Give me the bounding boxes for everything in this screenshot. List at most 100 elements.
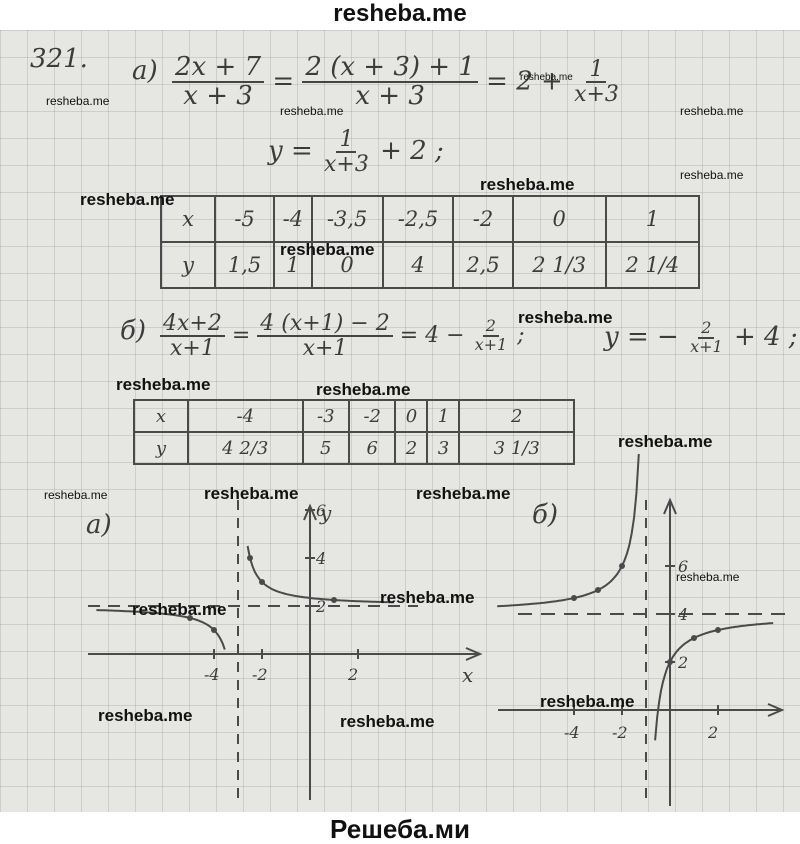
part-a-label: а)	[132, 56, 158, 86]
table-cell: -2	[452, 195, 514, 243]
table-cell: 2	[458, 399, 575, 433]
watermark: resheba.me	[520, 72, 573, 83]
watermark: resheba.me	[676, 570, 740, 584]
table-cell: -4	[273, 195, 313, 243]
watermark: resheba.me	[80, 190, 175, 209]
table-cell: 3 1/3	[458, 431, 575, 465]
watermark: resheba.me	[618, 432, 713, 451]
curve-right-branch	[654, 622, 774, 741]
value-table-b: x -4 -3 -2 0 1 2 y 4 2/3 5 6 2 3 3 1/3	[133, 399, 575, 465]
part-b-label: б)	[120, 316, 147, 346]
table-cell: 1	[273, 241, 313, 289]
x-axis-label: x	[462, 663, 473, 687]
watermark: resheba.me	[680, 104, 744, 118]
watermark: resheba.me	[132, 600, 227, 619]
table-row-y: y 1,5 1 0 4 2,5 2 1/3 2 1/4	[160, 241, 701, 289]
data-point	[691, 635, 697, 641]
data-point	[619, 563, 625, 569]
graphs-layer: 6 4 2 -4 -2 2 y x 6 4 2 -4 -2 2	[88, 453, 790, 806]
data-point	[187, 615, 193, 621]
table-cell: 2,5	[452, 241, 514, 289]
watermark: resheba.me	[280, 104, 344, 118]
table-header-y: y	[133, 431, 189, 465]
y-tick-label: 4	[315, 549, 326, 568]
table-cell: 0	[511, 195, 607, 243]
table-header-y: y	[160, 241, 216, 289]
table-cell: 3	[426, 431, 461, 465]
watermark: resheba.me	[98, 706, 193, 725]
table-header-x: x	[133, 399, 189, 433]
table-cell: -2	[347, 399, 397, 433]
data-point	[715, 627, 721, 633]
y-axis-arrow	[663, 497, 677, 515]
x-axis-arrow	[767, 703, 785, 717]
data-point	[331, 597, 337, 603]
watermark: resheba.me	[204, 484, 299, 503]
site-header[interactable]: resheba.me	[333, 0, 467, 27]
watermark: resheba.me	[416, 484, 511, 503]
table-row-x: x -4 -3 -2 0 1 2	[133, 399, 575, 433]
watermark: resheba.me	[380, 588, 475, 607]
watermark: resheba.me	[518, 308, 613, 327]
data-point	[259, 579, 265, 585]
y-axis-label: y	[319, 501, 332, 525]
table-row-y: y 4 2/3 5 6 2 3 3 1/3	[133, 431, 575, 465]
table-cell: 2	[394, 431, 429, 465]
table-cell: -2,5	[381, 195, 455, 243]
y-axis-arrow	[303, 503, 317, 521]
data-point	[571, 595, 577, 601]
problem-number: 321.	[30, 44, 88, 74]
graph-b-label: б)	[532, 500, 559, 530]
x-tick-label: -4	[564, 723, 580, 742]
x-tick-label: -2	[252, 665, 268, 684]
curve-right-branch	[246, 545, 395, 604]
site-footer: Решеба.ми	[330, 814, 470, 844]
watermark: resheba.me	[540, 692, 635, 711]
watermark: resheba.me	[480, 175, 575, 194]
table-cell: 1	[426, 399, 461, 433]
table-cell: -5	[213, 195, 276, 243]
watermark: resheba.me	[116, 375, 211, 394]
data-point	[247, 555, 253, 561]
table-cell: -3,5	[310, 195, 384, 243]
table-cell: 2 1/4	[604, 241, 701, 289]
y-tick-label: 2	[677, 653, 688, 672]
watermark: resheba.me	[46, 94, 110, 108]
x-tick-label: 2	[347, 665, 358, 684]
table-cell: -3	[301, 399, 351, 433]
watermark: resheba.me	[340, 712, 435, 731]
table-cell: 0	[310, 241, 384, 289]
y-tick-label: 2	[315, 597, 326, 616]
table-cell: 1	[604, 195, 701, 243]
y-tick-label: 4	[677, 605, 688, 624]
y-tick-label: 6	[678, 557, 688, 576]
data-point	[211, 627, 217, 633]
table-cell: 6	[347, 431, 397, 465]
table-cell: -4	[187, 399, 304, 433]
x-tick-label: 2	[707, 723, 718, 742]
table-cell: 1,5	[213, 241, 276, 289]
watermark: resheba.me	[280, 240, 375, 259]
value-table-a: x -5 -4 -3,5 -2,5 -2 0 1 y 1,5 1 0 4 2,5…	[160, 195, 701, 289]
table-row-x: x -5 -4 -3,5 -2,5 -2 0 1	[160, 195, 701, 243]
data-point	[595, 587, 601, 593]
table-cell: 5	[301, 431, 351, 465]
x-tick-label: -4	[204, 665, 220, 684]
table-cell: 2 1/3	[511, 241, 607, 289]
x-axis-arrow	[465, 647, 483, 661]
y-tick-label: 6	[316, 501, 326, 520]
graph-a: 6 4 2 -4 -2 2 y x	[88, 500, 483, 800]
watermark: resheba.me	[316, 380, 411, 399]
curve-left-branch	[497, 453, 640, 608]
graph-a-label: а)	[86, 510, 112, 540]
table-cell: 4	[381, 241, 455, 289]
